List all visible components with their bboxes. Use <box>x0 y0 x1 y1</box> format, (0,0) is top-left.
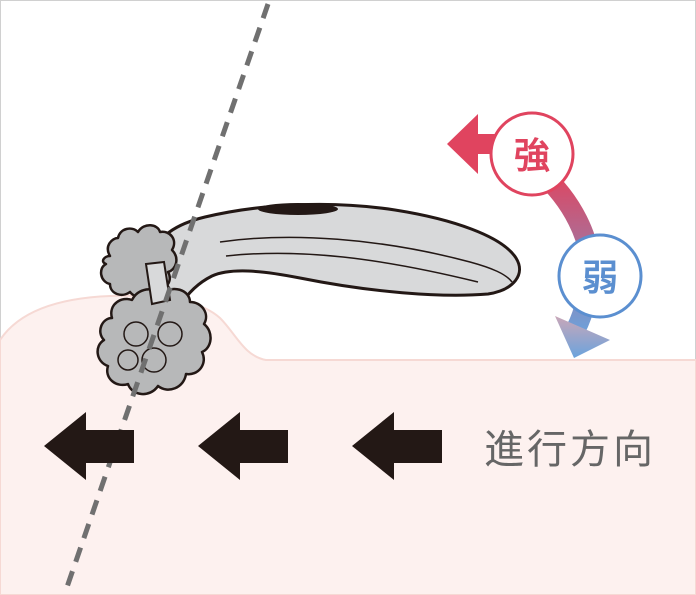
weak-arrowhead-icon <box>555 316 610 358</box>
direction-arrows <box>44 412 442 480</box>
left-arrow-icon <box>44 412 134 480</box>
strong-badge: 強 <box>489 111 575 197</box>
device-handle <box>148 202 521 308</box>
weak-badge: 弱 <box>557 233 643 319</box>
strong-label: 強 <box>514 136 550 177</box>
left-arrow-icon <box>352 412 442 480</box>
angle-reference-line <box>63 3 271 591</box>
strong-arrowhead-icon <box>447 114 478 174</box>
direction-label: 進行方向 <box>484 427 656 473</box>
weak-label: 弱 <box>582 258 618 299</box>
left-arrow-icon <box>198 412 288 480</box>
